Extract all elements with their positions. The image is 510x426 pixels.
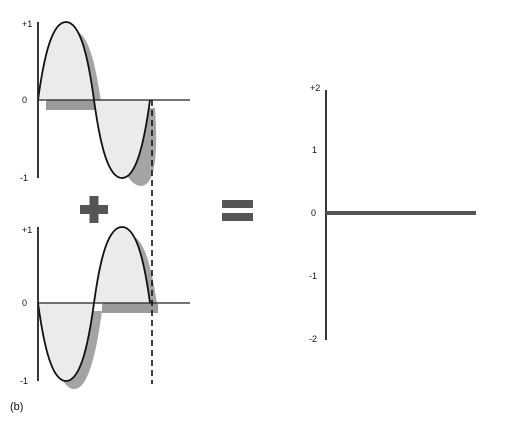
plus-vertical-bar bbox=[89, 196, 99, 223]
wave-b-tick-zero: 0 bbox=[22, 298, 27, 308]
wave-a-tick-top: +1 bbox=[22, 19, 32, 29]
wave-a-group: +1 0 -1 bbox=[20, 19, 190, 186]
equals-top-bar bbox=[222, 200, 253, 208]
wave-a-negative-lobe bbox=[94, 100, 150, 178]
plus-symbol bbox=[80, 196, 108, 223]
wave-a-shadow-strip bbox=[46, 101, 102, 110]
wave-a-positive-lobe bbox=[38, 22, 94, 100]
result-tick-bottom: -2 bbox=[309, 334, 317, 344]
wave-a-tick-bottom: -1 bbox=[20, 173, 28, 183]
equals-bottom-bar bbox=[222, 213, 253, 221]
equals-symbol bbox=[222, 200, 253, 221]
result-tick-one: 1 bbox=[312, 145, 317, 155]
wave-b-tick-bottom: -1 bbox=[20, 376, 28, 386]
result-tick-zero: 0 bbox=[311, 208, 316, 218]
wave-b-negative-lobe bbox=[38, 303, 94, 381]
panel-label: (b) bbox=[10, 401, 23, 413]
wave-b-positive-lobe bbox=[94, 227, 150, 303]
result-tick-top: +2 bbox=[310, 83, 320, 93]
wave-a-tick-zero: 0 bbox=[22, 95, 27, 105]
result-tick-minus-one: -1 bbox=[309, 271, 317, 281]
wave-b-shadow-strip bbox=[102, 304, 158, 313]
wave-b-group: +1 0 -1 bbox=[20, 225, 190, 389]
result-graph: +2 1 0 -1 -2 bbox=[309, 83, 476, 344]
wave-b-tick-top: +1 bbox=[22, 225, 32, 235]
